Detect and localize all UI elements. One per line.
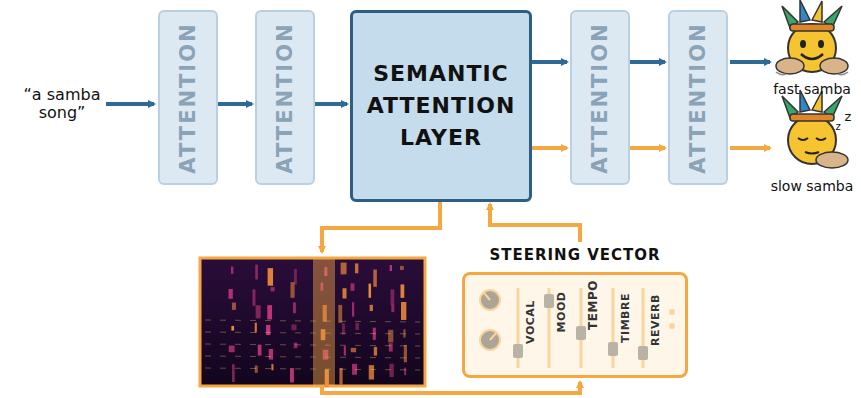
attention-box: ATTENTION — [158, 10, 218, 185]
connector — [630, 146, 665, 150]
sleep-mark: z — [845, 109, 852, 124]
spectrogram — [200, 258, 425, 387]
output-label: fast samba — [773, 81, 851, 97]
semantic-attention-box: SEMANTIC ATTENTION LAYER — [350, 10, 532, 202]
box-label: ATTENTION — [273, 22, 297, 173]
output-arrow — [730, 60, 770, 64]
slider-label: MOOD — [555, 292, 568, 333]
feed-arrow — [322, 202, 440, 252]
slider-label: TIMBRE — [619, 293, 632, 343]
attention-box: ATTENTION — [668, 10, 728, 185]
connector — [532, 146, 567, 150]
sleep-mark: z — [835, 121, 840, 132]
slider-label: TEMPO — [586, 280, 600, 330]
attention-box: ATTENTION — [570, 10, 630, 185]
input-arrow — [106, 102, 154, 106]
panel-heading: STEERING VECTOR — [462, 242, 688, 270]
box-label: ATTENTION — [588, 22, 612, 173]
output-arrow — [730, 146, 770, 150]
attention-box: ATTENTION — [255, 10, 315, 185]
box-label: SEMANTIC ATTENTION LAYER — [366, 58, 516, 154]
slow-samba-emoji — [782, 90, 848, 168]
connector — [490, 204, 580, 242]
output-label: slow samba — [771, 178, 854, 194]
connector — [315, 102, 347, 106]
slider-label: VOCAL — [524, 300, 537, 344]
slider-label: REVERB — [649, 294, 662, 346]
connector — [630, 60, 665, 64]
box-label: ATTENTION — [686, 22, 710, 173]
input-text: “a samba song” — [14, 86, 110, 123]
box-label: ATTENTION — [176, 22, 200, 173]
connector — [532, 60, 567, 64]
connector — [218, 102, 252, 106]
fast-samba-emoji — [776, 0, 848, 75]
